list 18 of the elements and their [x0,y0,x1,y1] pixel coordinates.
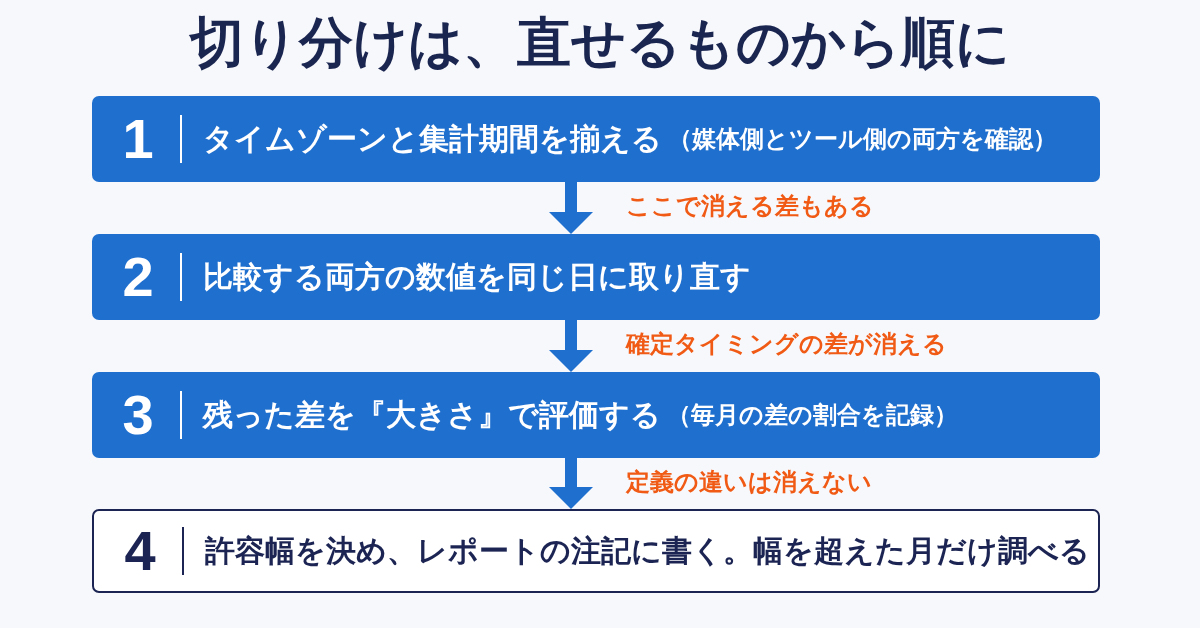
step-box [92,234,1100,320]
step-number: 2 [121,249,155,305]
step-text: 許容幅を決め、レポートの注記に書く。幅を超えた月だけ調べる [205,533,1090,569]
step-text: 残った差を『大きさ』で評価する [203,397,661,433]
step-number: 3 [121,387,155,443]
step-text: 比較する両方の数値を同じ日に取り直す [203,259,751,295]
step-note: （毎月の差の割合を記録） [667,400,958,430]
step-number: 4 [123,523,157,579]
step-box [92,372,1100,458]
step-box [92,509,1100,593]
step-text: タイムゾーンと集計期間を揃える [203,121,662,157]
step-number: 1 [121,111,155,167]
arrow [549,458,593,509]
arrow [549,182,593,234]
step-box [92,96,1100,182]
arrow [549,320,593,372]
title: 切り分けは、直せるものから順に [190,12,1010,75]
step-note: （媒体側とツール側の両方を確認） [668,124,1057,154]
